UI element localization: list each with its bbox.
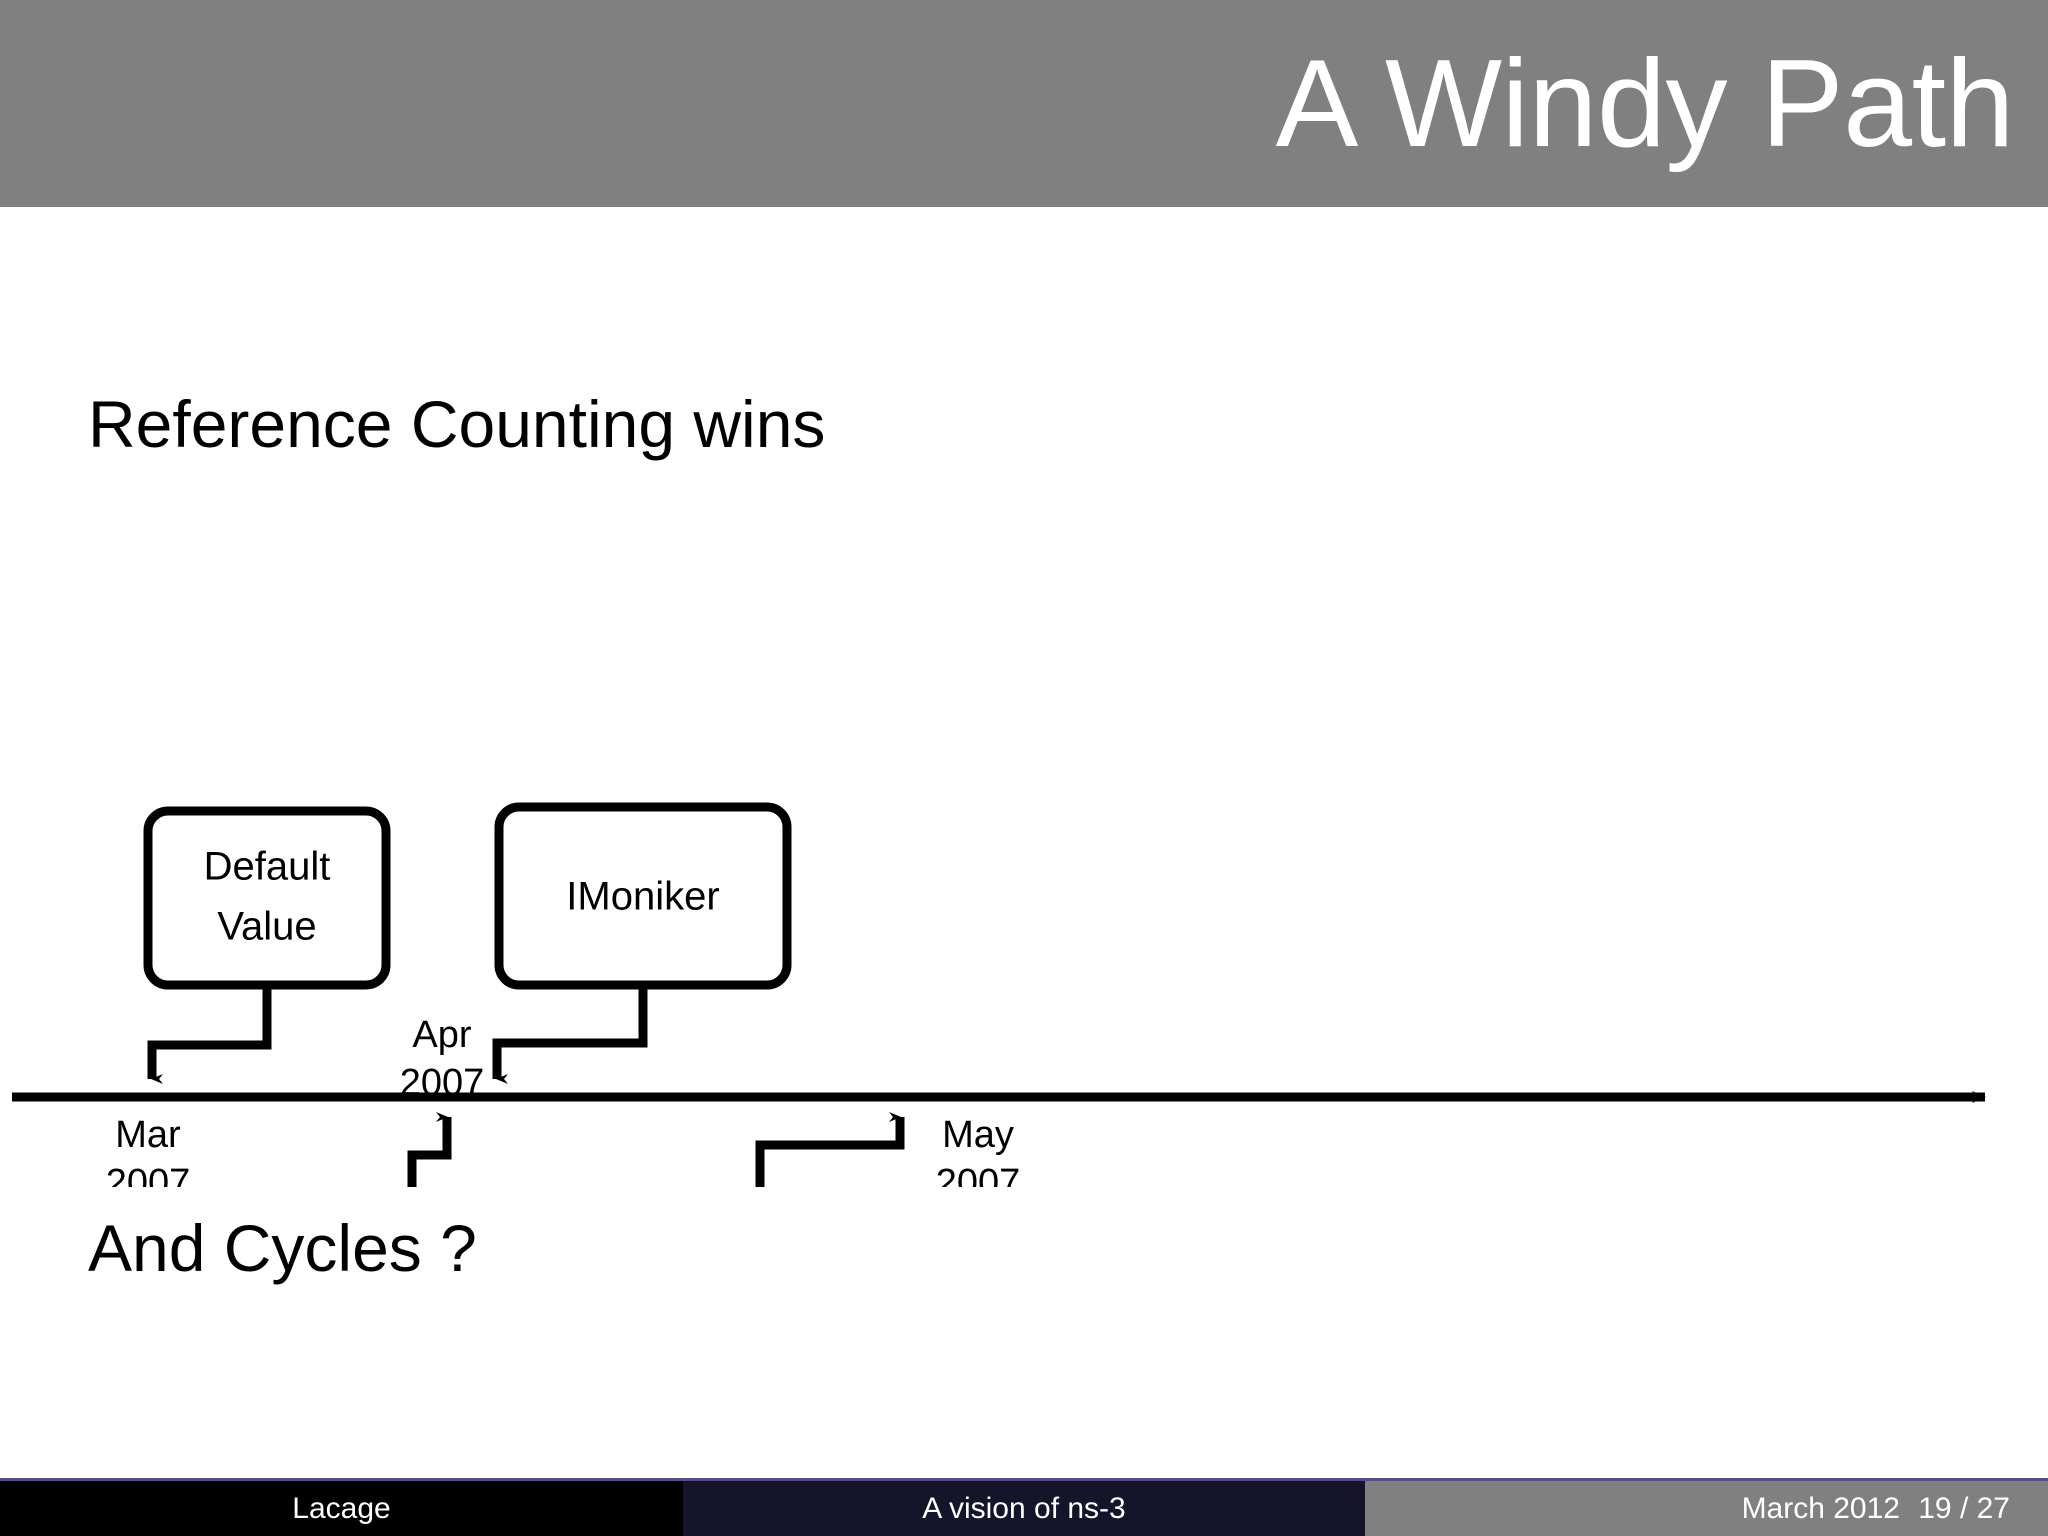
footer-date-label: March 2012 <box>1741 1491 1900 1525</box>
slide-body: Reference Counting wins <box>0 207 2048 1478</box>
footer-subject: A vision of ns-3 <box>683 1481 1365 1536</box>
diagram-box-label: Default <box>204 845 331 889</box>
marker-label-line1: May <box>942 1114 1014 1156</box>
marker-label-line1: Apr <box>412 1014 471 1056</box>
diagram-box-label: IMoniker <box>566 875 719 919</box>
footer-divider-rule <box>0 1478 2048 1481</box>
marker-label-line2: 2007 <box>400 1062 485 1104</box>
connector-iunknown-to-apr2007 <box>407 1112 452 1187</box>
marker-label-line1: Mar <box>115 1114 181 1156</box>
slide-header-bar: A Windy Path <box>0 0 2048 207</box>
slide-footer-bar: Lacage A vision of ns-3 March 2012 19 / … <box>0 1478 2048 1536</box>
marker-label-line2: 2007 <box>106 1162 191 1187</box>
connector-refcounting-to-may2007 <box>755 1112 905 1187</box>
question-text: And Cycles ? <box>88 1211 477 1285</box>
footer-author-label: Lacage <box>292 1491 391 1525</box>
footer-page-number: 19 / 27 <box>1918 1491 2010 1525</box>
frame-title: Reference Counting wins <box>88 387 826 461</box>
timeline-marker-may-2007: May 2007 <box>936 1114 1021 1187</box>
connector-default-value-to-mar2007 <box>147 985 272 1084</box>
timeline-marker-apr-2007: Apr 2007 <box>400 1014 485 1104</box>
marker-label-line2: 2007 <box>936 1162 1021 1187</box>
diagram-box-label: Value <box>217 905 316 949</box>
diagram-box-imoniker: IMoniker <box>494 802 792 990</box>
diagram-box-default-value: Default Value <box>143 806 391 990</box>
page-title: A Windy Path <box>1275 34 2015 173</box>
connector-imoniker-to-apr2007 <box>492 985 648 1084</box>
footer-meta: March 2012 19 / 27 <box>1365 1481 2048 1536</box>
footer-author: Lacage <box>0 1481 683 1536</box>
timeline-marker-mar-2007: Mar 2007 <box>106 1114 191 1187</box>
footer-subject-label: A vision of ns-3 <box>922 1491 1126 1525</box>
timeline-diagram: Default Value IMoniker IUnknown <box>0 547 2048 1187</box>
